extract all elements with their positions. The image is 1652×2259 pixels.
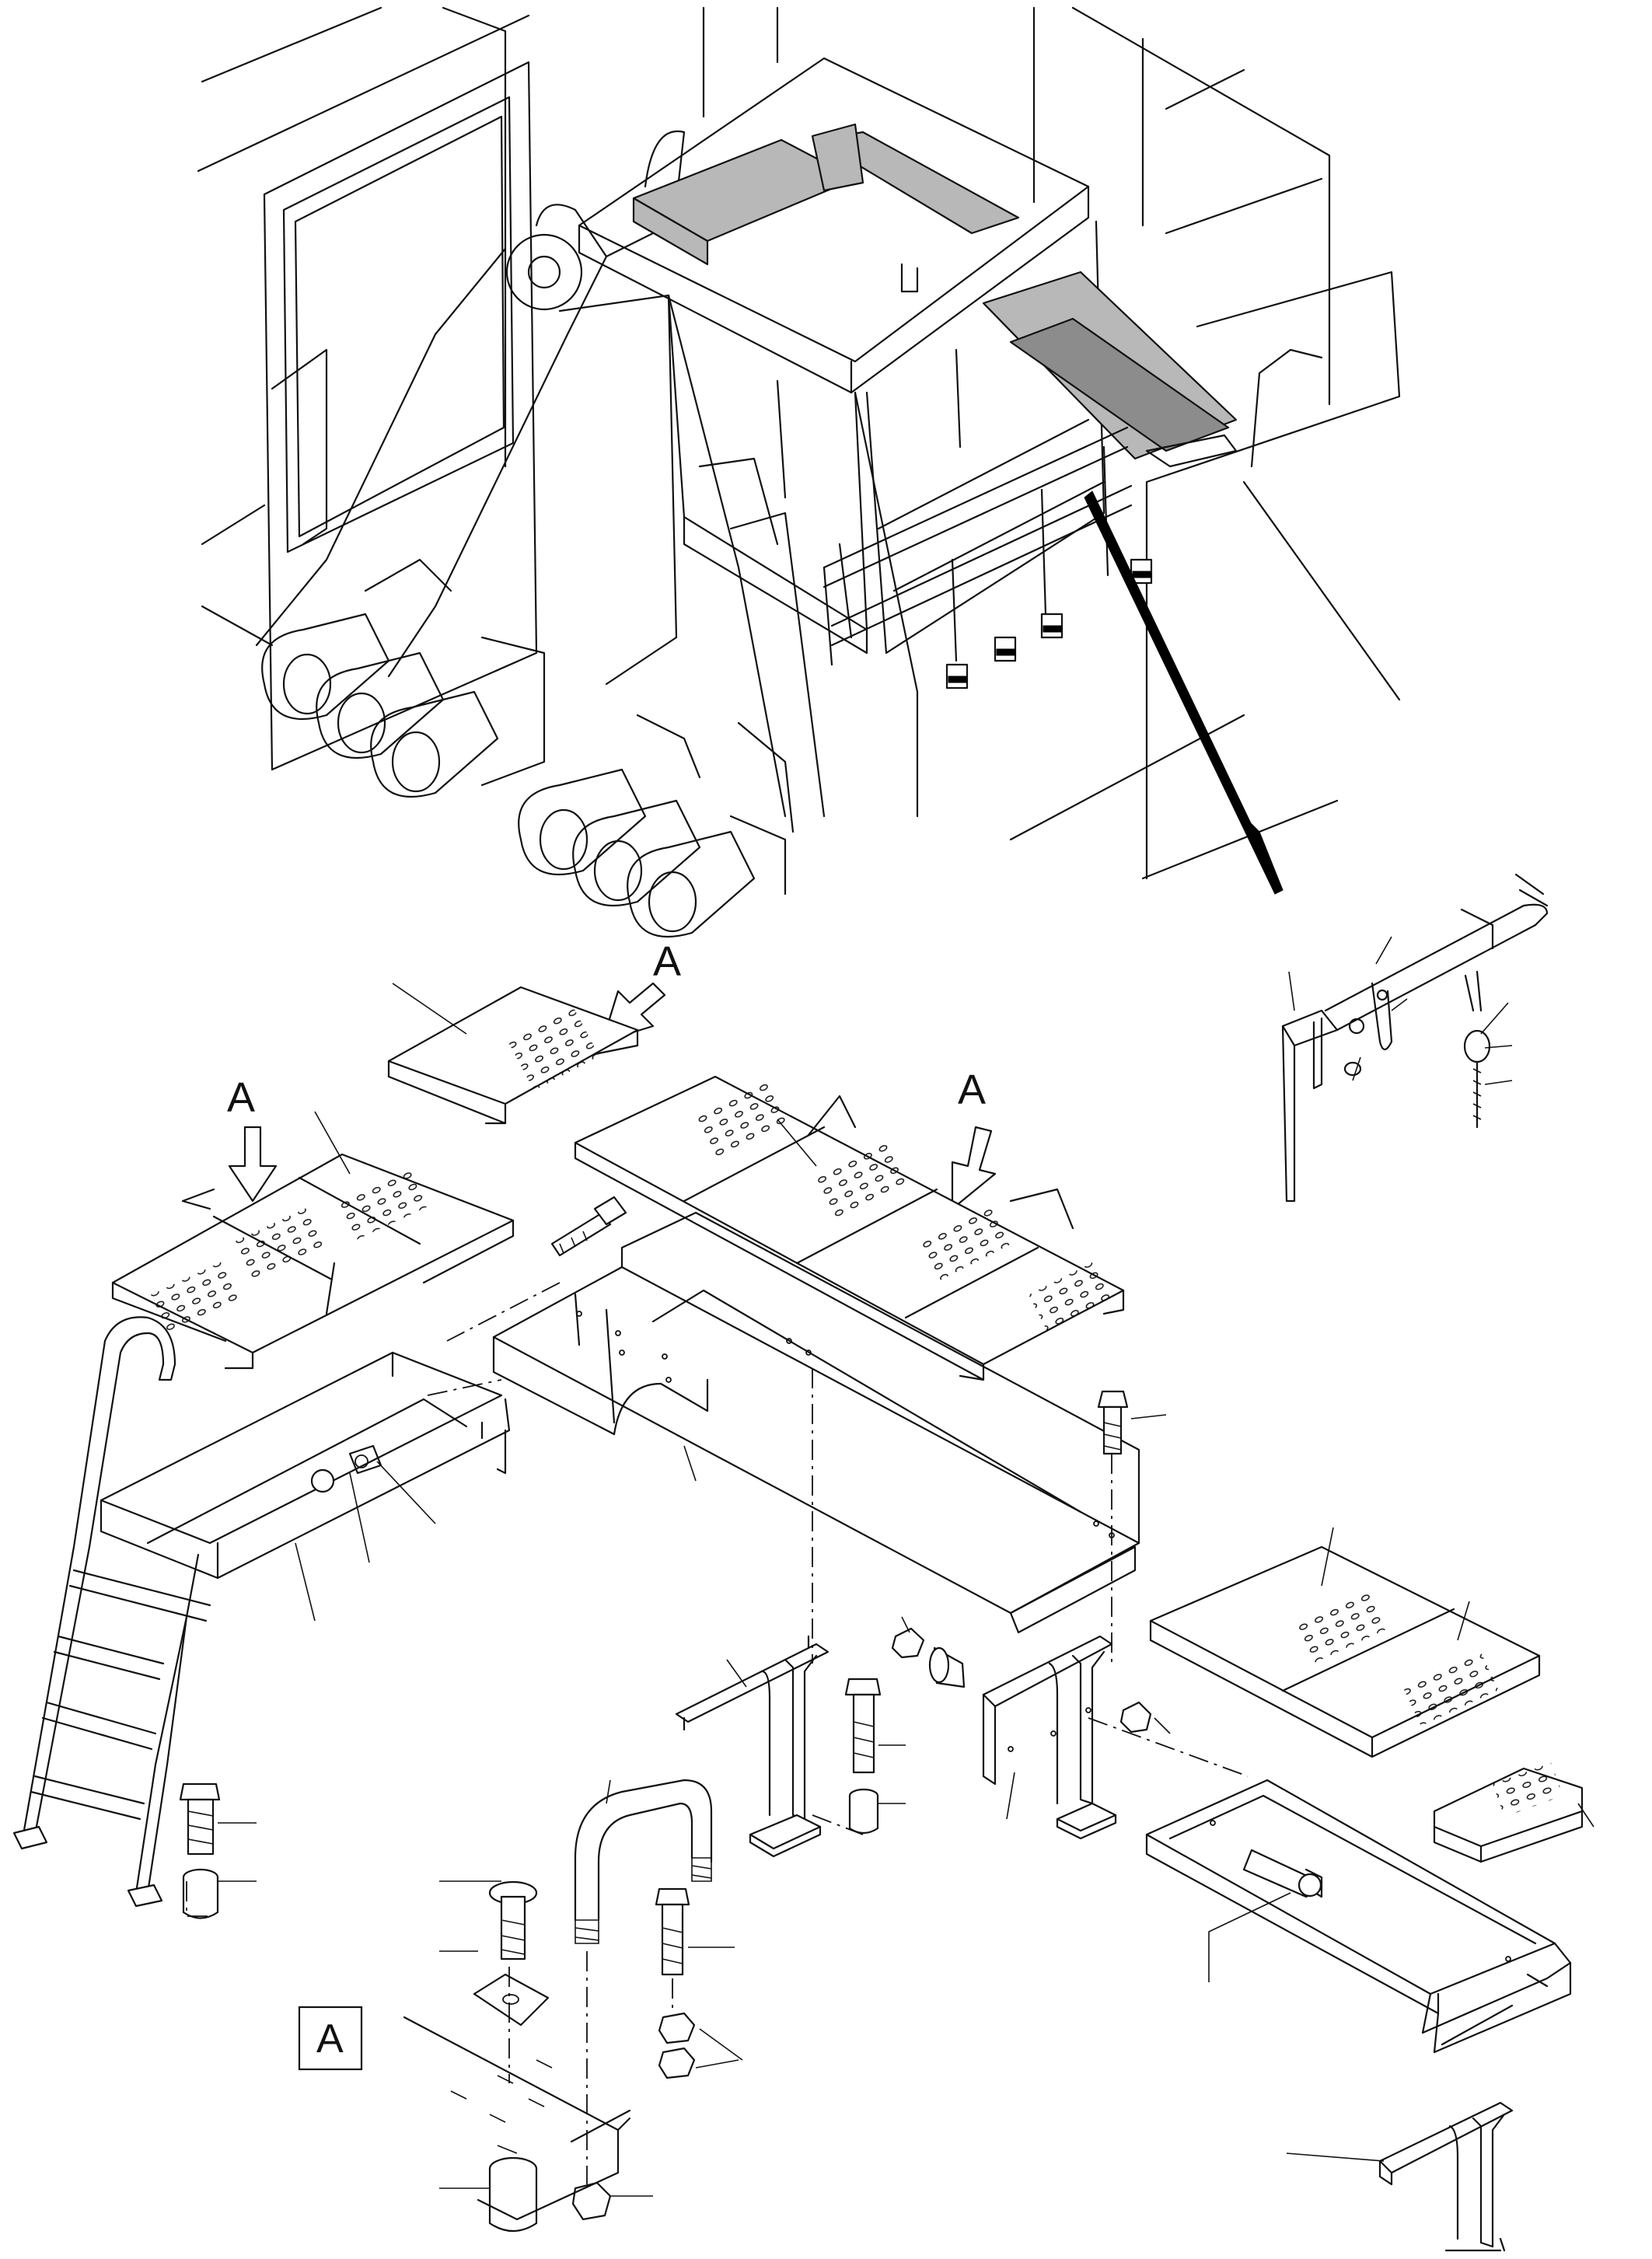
grating-right-long: [574, 1075, 1125, 1381]
leader-lines: [218, 983, 1594, 2197]
rear-leg: [1378, 2101, 1514, 2252]
grating-lower-right: [1149, 1545, 1541, 1758]
detail-a-label: A: [316, 2016, 344, 2062]
alignment-centerlines: [186, 1282, 1249, 2184]
machine-overview: [197, 6, 1401, 938]
hardware: [179, 1196, 1152, 2232]
right-leg: [982, 1635, 1117, 1840]
left-platform-frame: [100, 1351, 511, 1580]
grating-top-small: [387, 986, 639, 1125]
left-link-ears: [261, 558, 546, 798]
ladder: [12, 1316, 211, 1908]
step-plate: [1433, 1762, 1584, 1863]
detail-a-box: A: [298, 2006, 363, 2071]
center-support-channel: [492, 1211, 1140, 1634]
pin-detail: [1281, 873, 1549, 1203]
view-arrow-right: A: [951, 1067, 997, 1210]
view-label-a-left: A: [227, 1074, 255, 1121]
center-leg: [675, 1635, 829, 1858]
operator-cab: [578, 57, 1238, 818]
right-link-ears: [518, 714, 795, 938]
view-arrow-left: A: [227, 1074, 278, 1203]
grating-left: [111, 1153, 515, 1370]
rear-step-frame: [1145, 1779, 1572, 2054]
view-label-a-right: A: [958, 1067, 986, 1113]
view-label-a-top: A: [653, 938, 681, 985]
